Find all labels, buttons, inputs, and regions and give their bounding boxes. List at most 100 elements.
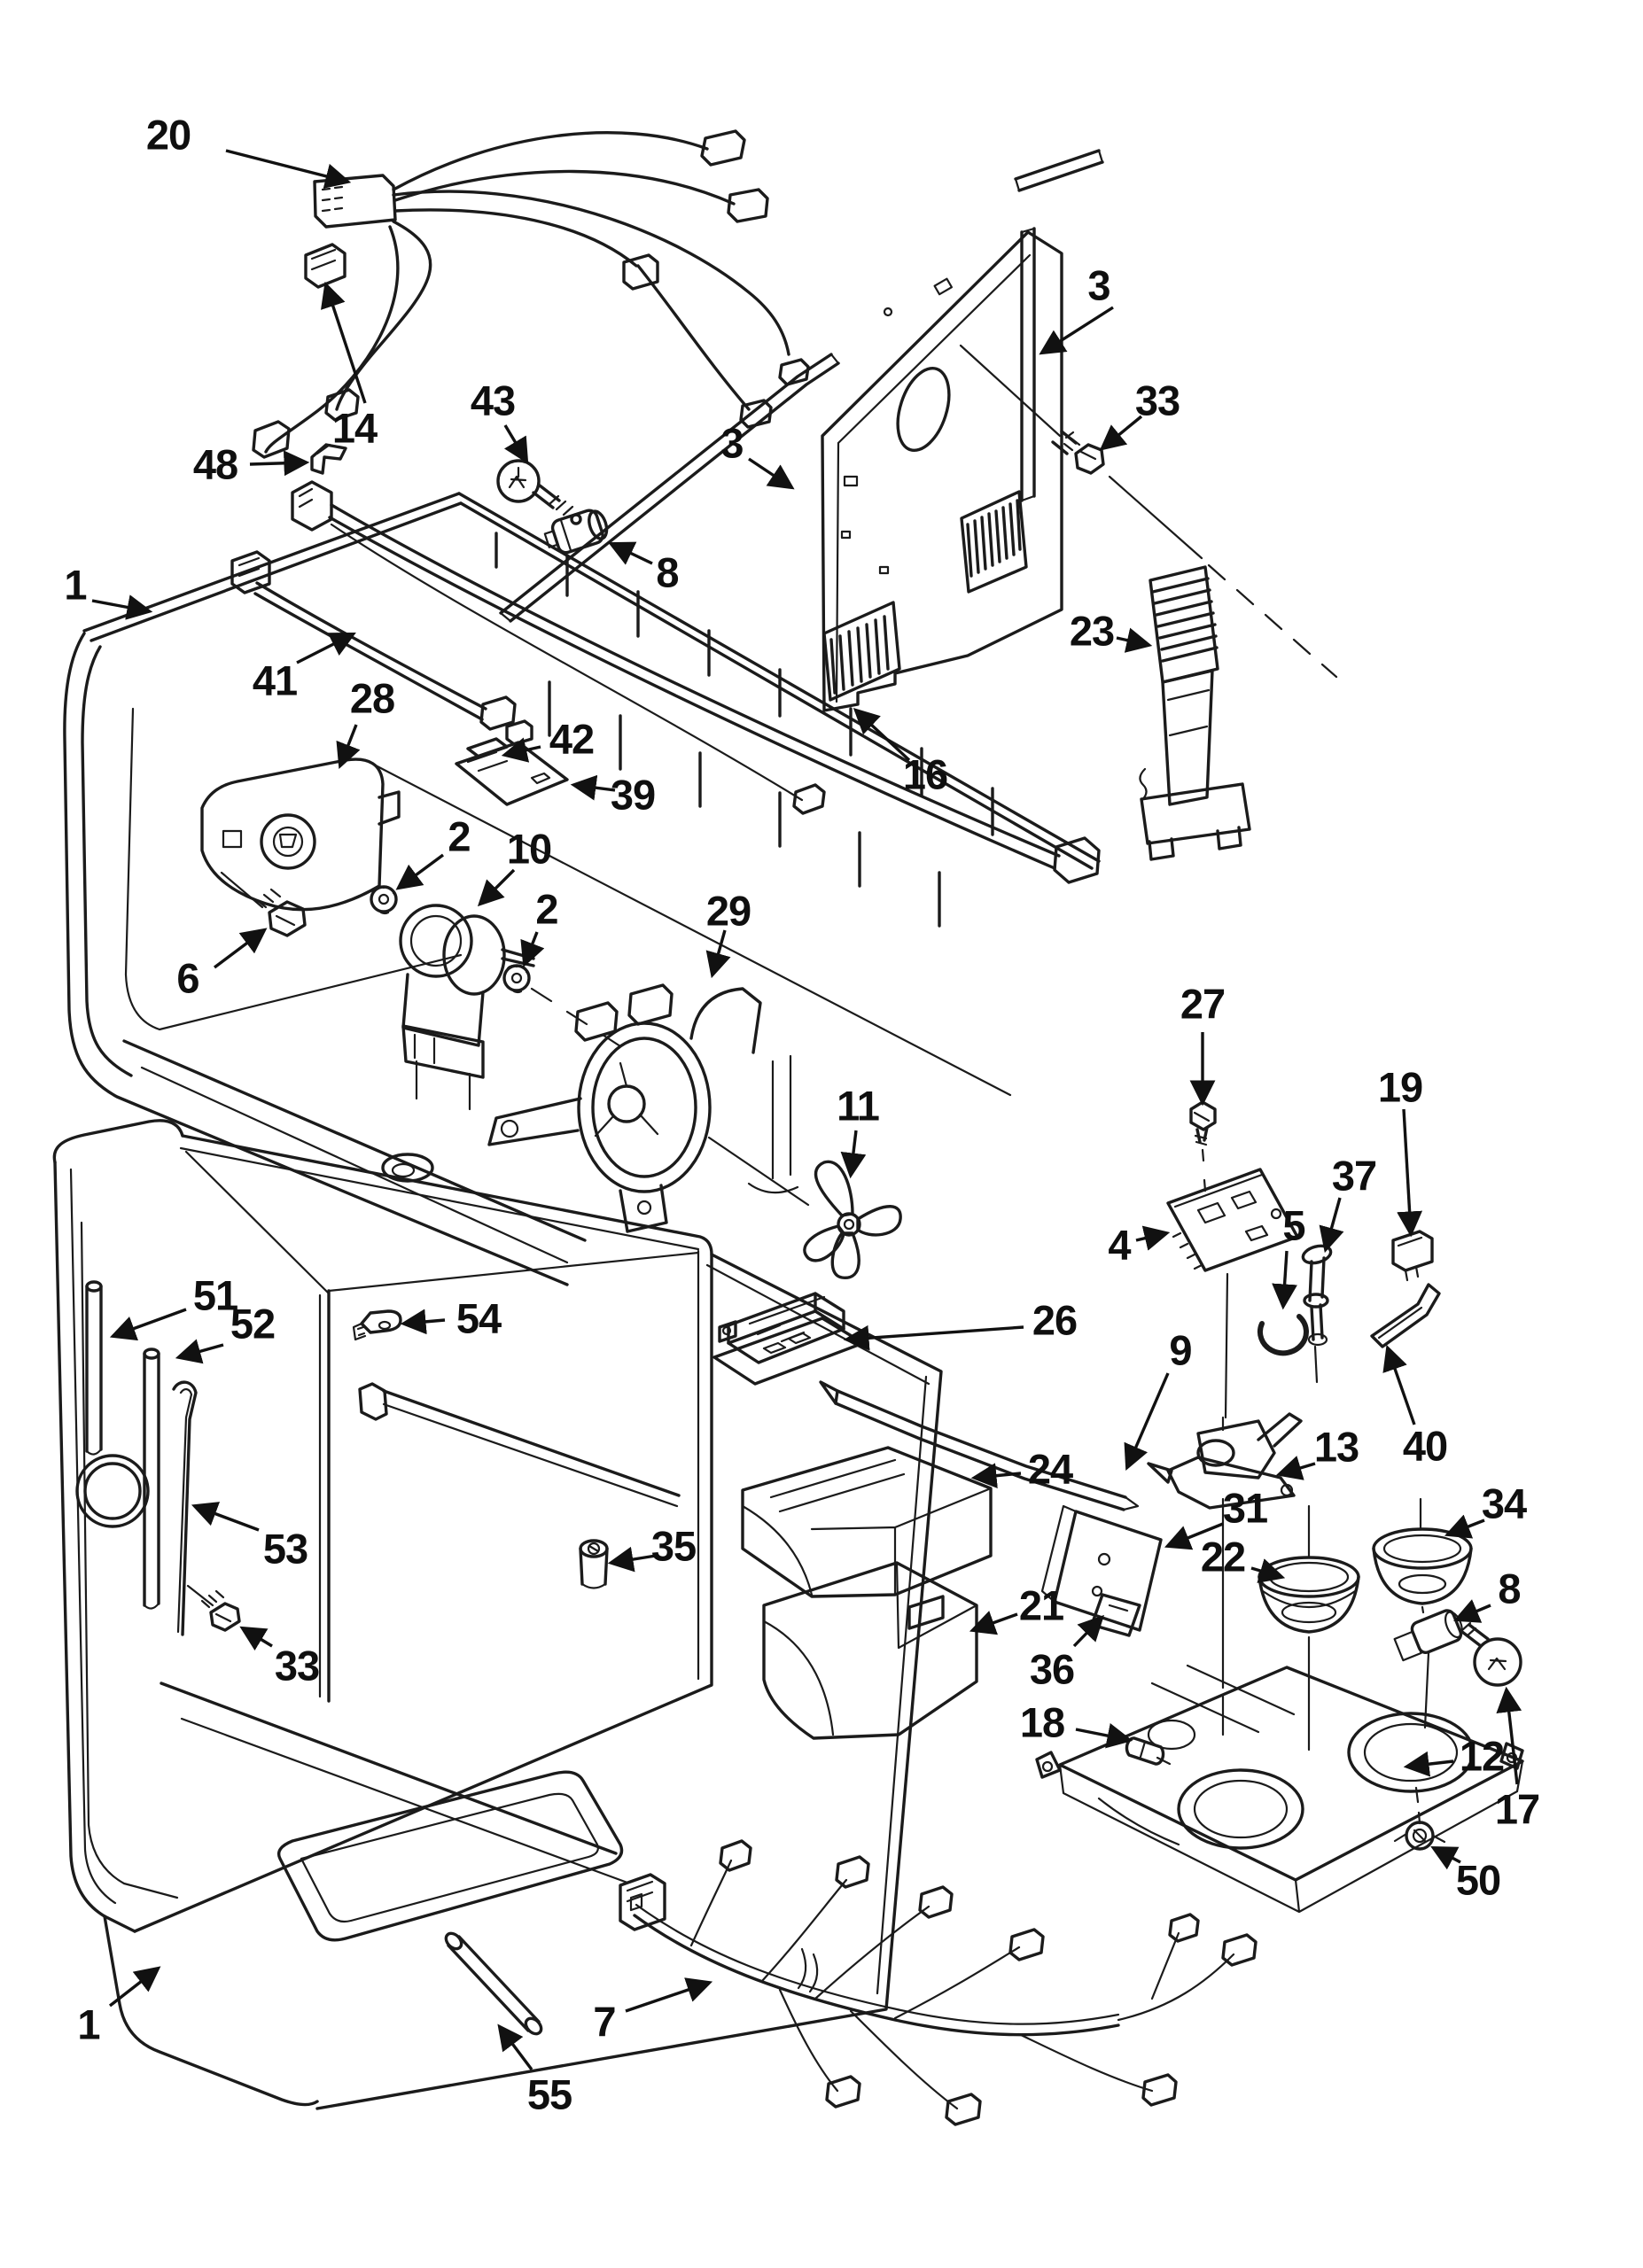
retainer-clip-5-drawing [1258,1314,1309,1356]
screw-6-drawing [255,888,307,937]
callout-fan-shroud-29: 29 [705,887,751,935]
leader-cup-34 [1444,1514,1485,1539]
grommet-2a-drawing [370,885,398,915]
leader-bracket-40 [1382,1344,1416,1425]
callout-tube-52: 52 [230,1300,276,1348]
callout-thermal-fuse-18: 18 [1019,1698,1065,1746]
leader-upper-liner-1 [91,594,153,620]
plate-31-drawing [1040,1504,1163,1632]
leader-retainer-clip-5 [1272,1250,1298,1310]
leader-clip-48 [249,450,310,477]
leader-grommet-2a [395,853,445,890]
leader-air-duct-24 [970,1463,1022,1489]
callout-bulb-17: 17 [1494,1785,1540,1833]
leader-thermostat-23 [1116,627,1153,653]
fan-bracket-28-drawing [200,757,401,912]
callout-control-housing-26: 26 [1032,1296,1078,1344]
leader-cup-22 [1250,1558,1286,1583]
fan-blade-11-drawing [707,1136,902,1279]
leader-air-duct-21 [969,1611,1018,1635]
leader-lamp-tray-12 [1403,1751,1454,1777]
callout-lamp-tray-12: 12 [1459,1732,1505,1780]
callout-fan-motor-10: 10 [506,825,552,873]
pad-36-drawing [1090,1593,1141,1637]
callout-screw-6: 6 [176,954,199,1002]
callout-light-bulb-43: 43 [470,377,516,424]
leader-grommet-2b [520,931,545,968]
callout-screw-33-panel: 33 [1134,377,1180,424]
callout-thermostat-23: 23 [1069,607,1115,655]
fan-motor-10-drawing [399,904,535,1111]
drain-loop-drawing [75,1454,150,1528]
leader-bulb-17 [1496,1686,1522,1785]
leader-gasket-3-left [748,457,795,490]
wire-harness-20-drawing [252,129,810,459]
leader-screw-6 [213,928,268,969]
standoff-35-drawing [579,1539,609,1589]
leader-wire-harness-top [225,149,352,189]
leader-tube-52 [175,1339,224,1364]
grommet-2b-drawing [502,964,622,1048]
cup-34-drawing [1372,1497,1473,1614]
callout-control-board-4: 4 [1108,1221,1131,1269]
leader-harness-connector-14 [320,281,367,404]
callout-shield-plate-39: 39 [610,771,656,819]
leader-tube-55 [497,2023,533,2071]
callout-gasket-3-left: 3 [720,419,744,467]
leader-tube-51 [109,1308,187,1341]
callout-screw-27: 27 [1180,980,1226,1028]
harness-connector-14-drawing [304,243,347,289]
screw-33-lower-drawing [200,1589,241,1632]
callout-ribbon-9: 9 [1169,1326,1192,1374]
callout-damper-13: 13 [1313,1423,1359,1471]
callout-evaporator-cover-16: 16 [902,750,948,798]
callout-gasket-3-right: 3 [1087,261,1110,309]
leader-standoff-35 [607,1546,657,1573]
leader-thermal-fuse-18 [1075,1723,1133,1749]
thermostat-23-drawing [1139,565,1251,861]
wingnut-50-drawing [1393,1786,1446,1851]
ribbon-9-drawing [819,1380,1140,1511]
callout-clip-48: 48 [192,440,238,488]
callout-grommet-2a: 2 [448,812,471,860]
tube-51-drawing [85,1280,103,1456]
leader-plate-31 [1164,1522,1224,1550]
damper-13-drawing [1147,1412,1303,1510]
leader-damper-13 [1275,1456,1316,1480]
callout-harness-connector-14: 14 [331,404,378,452]
leader-wingnut-50 [1430,1845,1461,1870]
gasket-3-right-drawing [1014,149,1104,502]
bulb-17-drawing [1423,1621,1522,1729]
callout-clip-54: 54 [456,1294,502,1342]
leader-clip-54 [400,1309,446,1335]
rod-53-drawing [172,1380,214,1636]
leader-rod-53 [191,1502,260,1532]
lower-liner-drawing [52,1119,943,2110]
leader-connector-19 [1397,1108,1423,1238]
callout-wire-harness-top: 20 [145,111,191,159]
leader-control-housing-26 [843,1324,1024,1351]
callout-retainer-clip-5: 5 [1282,1201,1305,1249]
lamp-tray-12-drawing [1035,1497,1524,1914]
bracket-40-drawing [1370,1283,1441,1348]
leader-pad-36 [1072,1614,1105,1648]
clip-48-drawing [310,443,347,475]
leader-gasket-3-right [1039,306,1114,355]
callout-wire-41: 41 [252,656,298,704]
callout-plate-31: 31 [1222,1484,1268,1532]
callout-fan-bracket-28: 28 [349,674,395,722]
callout-bulb-socket-8-upper: 8 [656,548,679,596]
callout-cup-34: 34 [1481,1480,1527,1527]
leader-screw-33-lower [239,1626,273,1651]
wire-harness-7-drawing [619,1839,1258,2126]
tube-55-drawing [444,1931,543,2036]
callout-cup-22: 22 [1200,1533,1246,1581]
callout-rod-53: 53 [262,1525,308,1573]
leader-control-board-4 [1135,1225,1171,1251]
callout-wingnut-50: 50 [1455,1856,1501,1904]
callout-pad-36: 36 [1029,1645,1075,1693]
leader-stem-37 [1319,1197,1344,1254]
